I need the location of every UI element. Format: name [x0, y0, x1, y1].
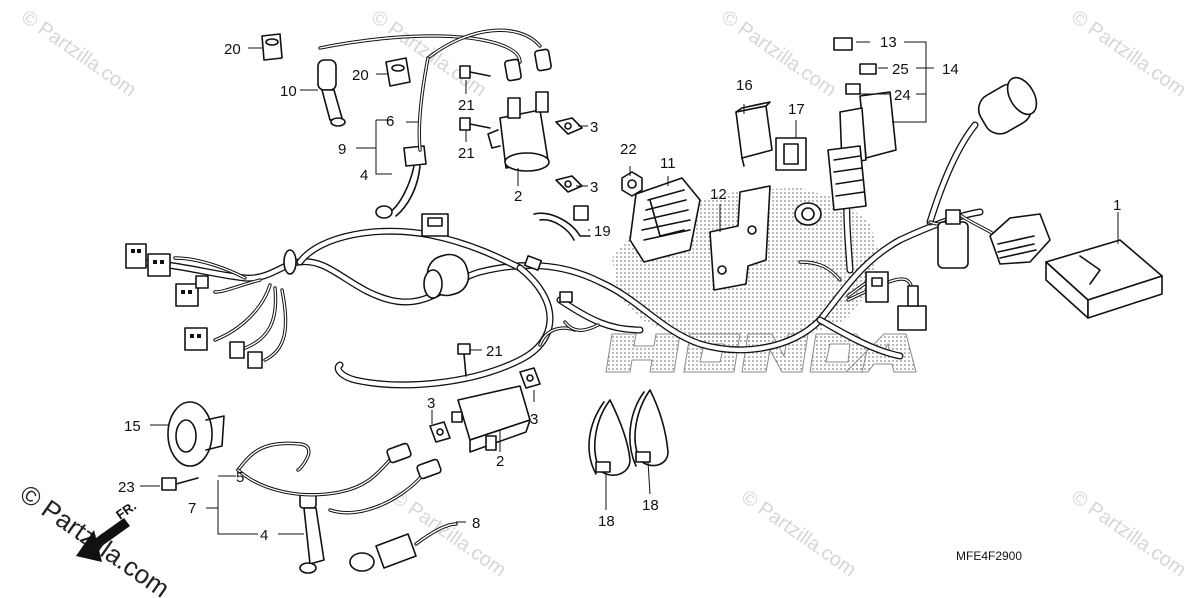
- ignition-coil-upper: [487, 91, 550, 172]
- relay-16: [735, 101, 773, 167]
- bolt-21c: [457, 343, 471, 377]
- callout-3: 3: [590, 119, 598, 136]
- watermark: © Partzilla.com: [1067, 6, 1190, 101]
- ignition-coil-lower: [451, 385, 531, 453]
- grommet-20b: [385, 57, 411, 87]
- callout-18: 18: [642, 497, 659, 514]
- callout-20: 20: [224, 41, 241, 58]
- watermark: © Partzilla.com: [1067, 486, 1190, 581]
- callout-2: 2: [514, 188, 522, 205]
- callout-25: 25: [892, 61, 909, 78]
- callout-2: 2: [496, 453, 504, 470]
- callout-3: 3: [427, 395, 435, 412]
- watermark: © Partzilla.com: [17, 6, 140, 101]
- callout-23: 23: [118, 479, 135, 496]
- regulator-rectifier: [629, 177, 701, 263]
- diagram-code: MFE4F2900: [956, 549, 1022, 563]
- callout-11: 11: [660, 155, 676, 172]
- ecu-unit: [1045, 239, 1163, 319]
- callout-24: 24: [894, 87, 911, 104]
- callout-3: 3: [590, 179, 598, 196]
- callout-19: 19: [594, 223, 611, 240]
- clip-parts: [429, 117, 583, 443]
- leader-lines: [140, 41, 1119, 535]
- callout-12: 12: [710, 186, 727, 203]
- callout-labels: 1 2 2 3 3 3 3 4 4 5 6 7 8 9 10 11 12 13 …: [118, 34, 1121, 544]
- clamp-19: [533, 205, 591, 241]
- plug-cap-lower: [299, 493, 325, 574]
- bracket-12: [709, 185, 771, 291]
- callout-21: 21: [458, 145, 475, 162]
- front-marker-label: FR.: [113, 498, 139, 522]
- cable-tie-b: [629, 389, 669, 467]
- plug-cap-8: [349, 522, 458, 572]
- relay-17: [775, 137, 807, 171]
- harness-connectors: [125, 76, 1051, 369]
- fuse-box: [827, 37, 897, 211]
- callout-6: 6: [386, 113, 394, 130]
- high-tension-cords: [236, 28, 552, 515]
- grommet-20a: [261, 33, 283, 61]
- callout-17: 17: [788, 101, 805, 118]
- callout-9: 9: [338, 141, 346, 158]
- callout-4: 4: [260, 527, 268, 544]
- plug-cap-upper: [375, 145, 427, 219]
- callout-18: 18: [598, 513, 615, 530]
- callout-1: 1: [1113, 197, 1121, 214]
- callout-21: 21: [458, 97, 475, 114]
- callout-22: 22: [620, 141, 637, 158]
- watermark: © Partzilla.com: [387, 486, 510, 581]
- callout-10: 10: [280, 83, 297, 100]
- callout-13: 13: [880, 34, 897, 51]
- bolt-21b: [459, 117, 491, 131]
- watermark: © Partzilla.com: [737, 486, 860, 581]
- bolt-23: [161, 477, 199, 491]
- nut-22: [621, 171, 643, 197]
- callout-20: 20: [352, 67, 369, 84]
- callout-21: 21: [486, 343, 503, 360]
- horn: [167, 401, 225, 467]
- callout-5: 5: [236, 469, 244, 486]
- callout-16: 16: [736, 77, 753, 94]
- cable-tie-a: [588, 399, 631, 476]
- callout-3: 3: [530, 411, 538, 428]
- watermark: © Partzilla.com: [367, 6, 490, 101]
- plug-cap-10: [317, 59, 346, 127]
- callout-14: 14: [942, 61, 959, 78]
- callout-8: 8: [472, 515, 480, 532]
- callout-4: 4: [360, 167, 368, 184]
- callout-15: 15: [124, 418, 141, 435]
- callout-7: 7: [188, 500, 196, 517]
- bolt-21a: [459, 65, 491, 79]
